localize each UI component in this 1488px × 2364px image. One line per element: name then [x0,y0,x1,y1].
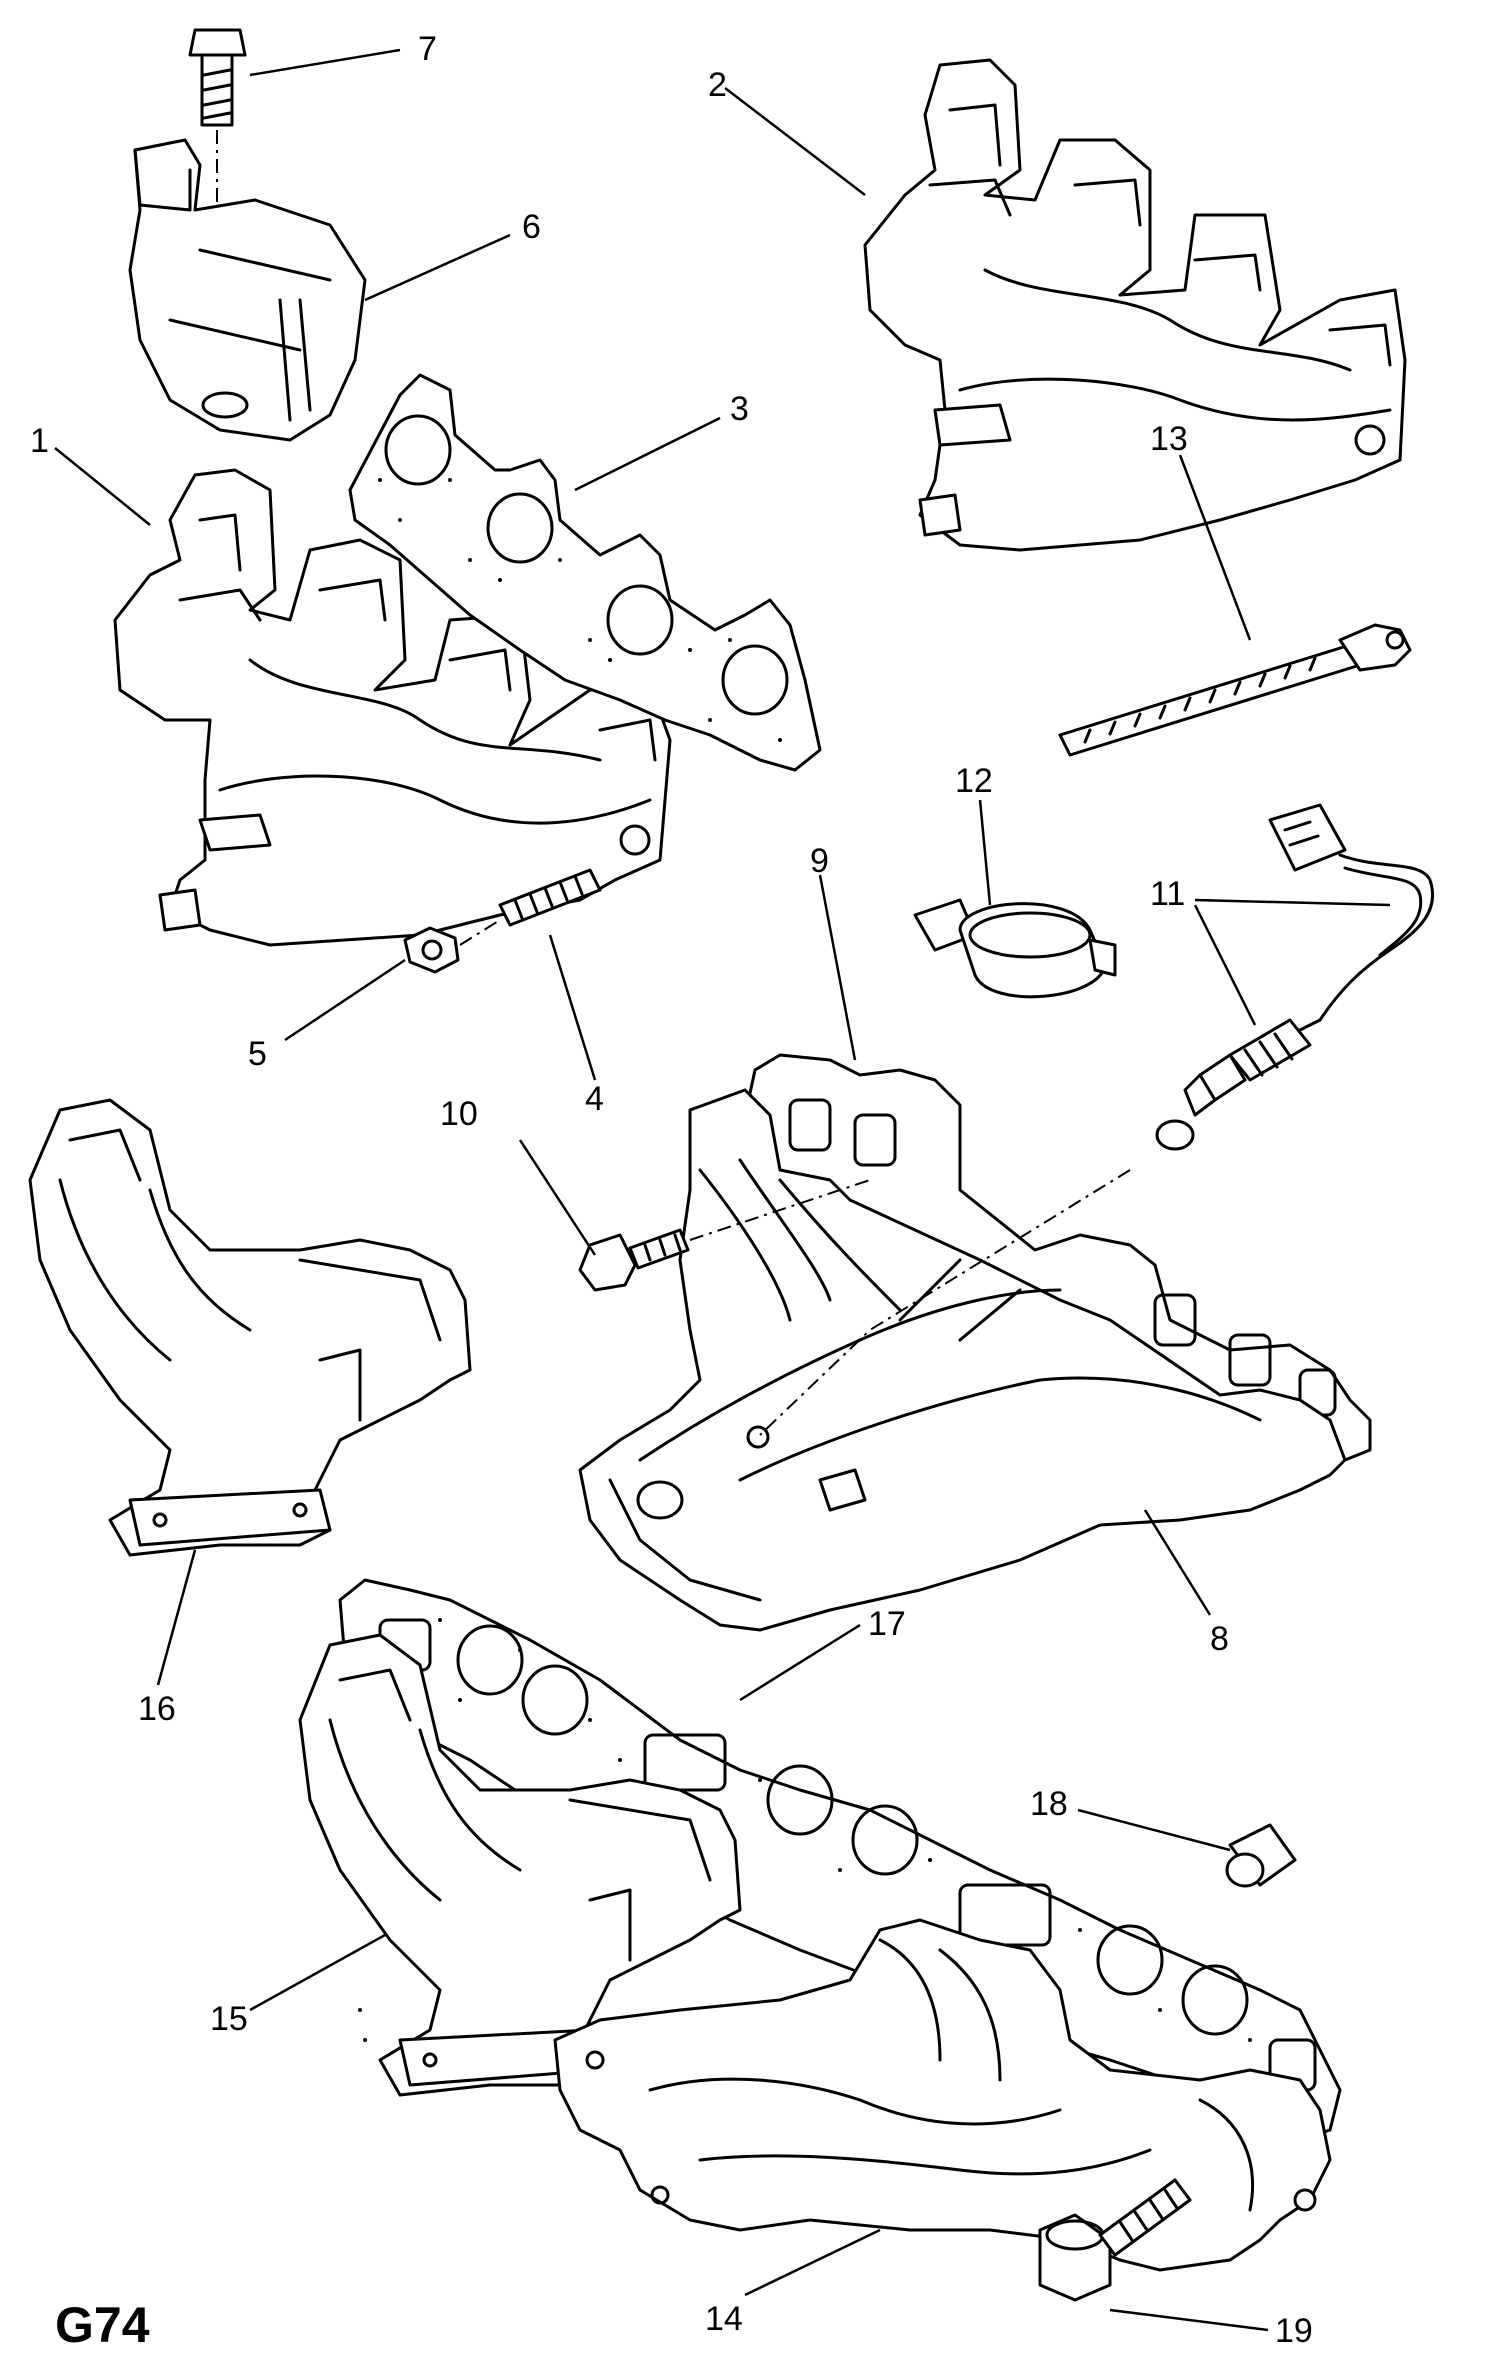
callout-10: 10 [440,1095,478,1133]
callout-9: 9 [810,842,829,880]
axis-line-11-8 [759,1169,1131,1436]
axis-line-4-5 [459,919,501,946]
part-3-gasket [348,373,822,772]
callout-2: 2 [708,66,727,104]
part-13-clamp-strap [1058,623,1412,757]
callout-13: 13 [1150,420,1188,458]
callout-7: 7 [418,30,437,68]
callout-18: 18 [1030,1785,1068,1823]
part-11-oxygen-sensor [1155,803,1435,1151]
callout-16: 16 [138,1690,176,1728]
callout-19: 19 [1275,2312,1313,2350]
callout-1: 1 [30,422,49,460]
part-15-exhaust-elbow [298,1633,742,2097]
part-4-stud [498,868,602,927]
callout-8: 8 [1210,1620,1229,1658]
part-16-exhaust-elbow [28,1098,472,1557]
part-10-bolt [578,1228,690,1292]
axis-line-10 [689,1179,871,1241]
speck [363,2038,367,2042]
callout-3: 3 [730,390,749,428]
part-8-intake-manifold [578,1088,1347,1632]
part-7-bolt [188,28,247,127]
part-6-heat-shield [128,138,367,442]
callout-6: 6 [522,208,541,246]
callout-5: 5 [248,1035,267,1073]
part-19-bolt [1038,2178,1192,2302]
speck [358,2008,362,2012]
callout-12: 12 [955,762,993,800]
figure-code: G74 [55,2297,150,2353]
part-14-exhaust-manifold [553,1918,1332,2272]
callout-labels: 7 6 3 1 2 13 12 11 9 5 4 10 8 16 17 18 1… [30,30,1313,2350]
part-5-nut [403,926,460,974]
part-18-sleeve [1225,1823,1297,1888]
callout-11: 11 [1150,875,1185,913]
part-2-exhaust-manifold [863,58,1407,552]
part-12-clip [913,898,1117,999]
callout-15: 15 [210,2000,248,2038]
part-1-exhaust-manifold [113,468,672,947]
callout-14: 14 [705,2300,743,2338]
callout-4: 4 [585,1080,604,1118]
callout-17: 17 [868,1605,906,1643]
leader-lines [54,48,1391,2332]
